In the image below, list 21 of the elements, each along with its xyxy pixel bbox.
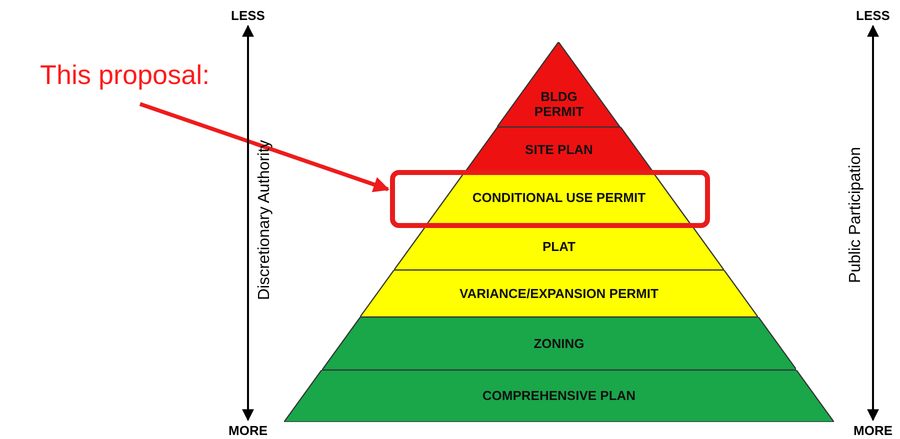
tier-label: CONDITIONAL USE PERMIT <box>471 190 647 205</box>
scale-end-label: MORE <box>854 423 892 438</box>
scale-end-label: LESS <box>856 8 890 23</box>
tier-label: ZONING <box>532 336 586 350</box>
pyramid-tier <box>464 127 654 172</box>
tier-label: COMPREHENSIVE PLAN <box>481 388 637 403</box>
pyramid-tier <box>360 270 758 317</box>
axis-title: Public Participation <box>847 146 865 284</box>
callout-text: This proposal: <box>40 60 210 91</box>
pyramid-tier <box>497 42 620 127</box>
tier-label: SITE PLAN <box>524 142 594 156</box>
highlight-frame <box>390 170 710 228</box>
tier-label: BLDG PERMIT <box>533 89 585 119</box>
axis-title: Discretionary Authority <box>256 140 274 300</box>
scale-end-label: LESS <box>231 8 265 23</box>
pyramid-tier <box>284 370 834 422</box>
scale-end-label: MORE <box>228 423 268 438</box>
tier-label: PLAT <box>542 239 576 254</box>
pyramid-tier <box>322 317 796 370</box>
arrow <box>139 102 390 192</box>
tier-label: VARIANCE/EXPANSION PERMIT <box>458 286 660 300</box>
